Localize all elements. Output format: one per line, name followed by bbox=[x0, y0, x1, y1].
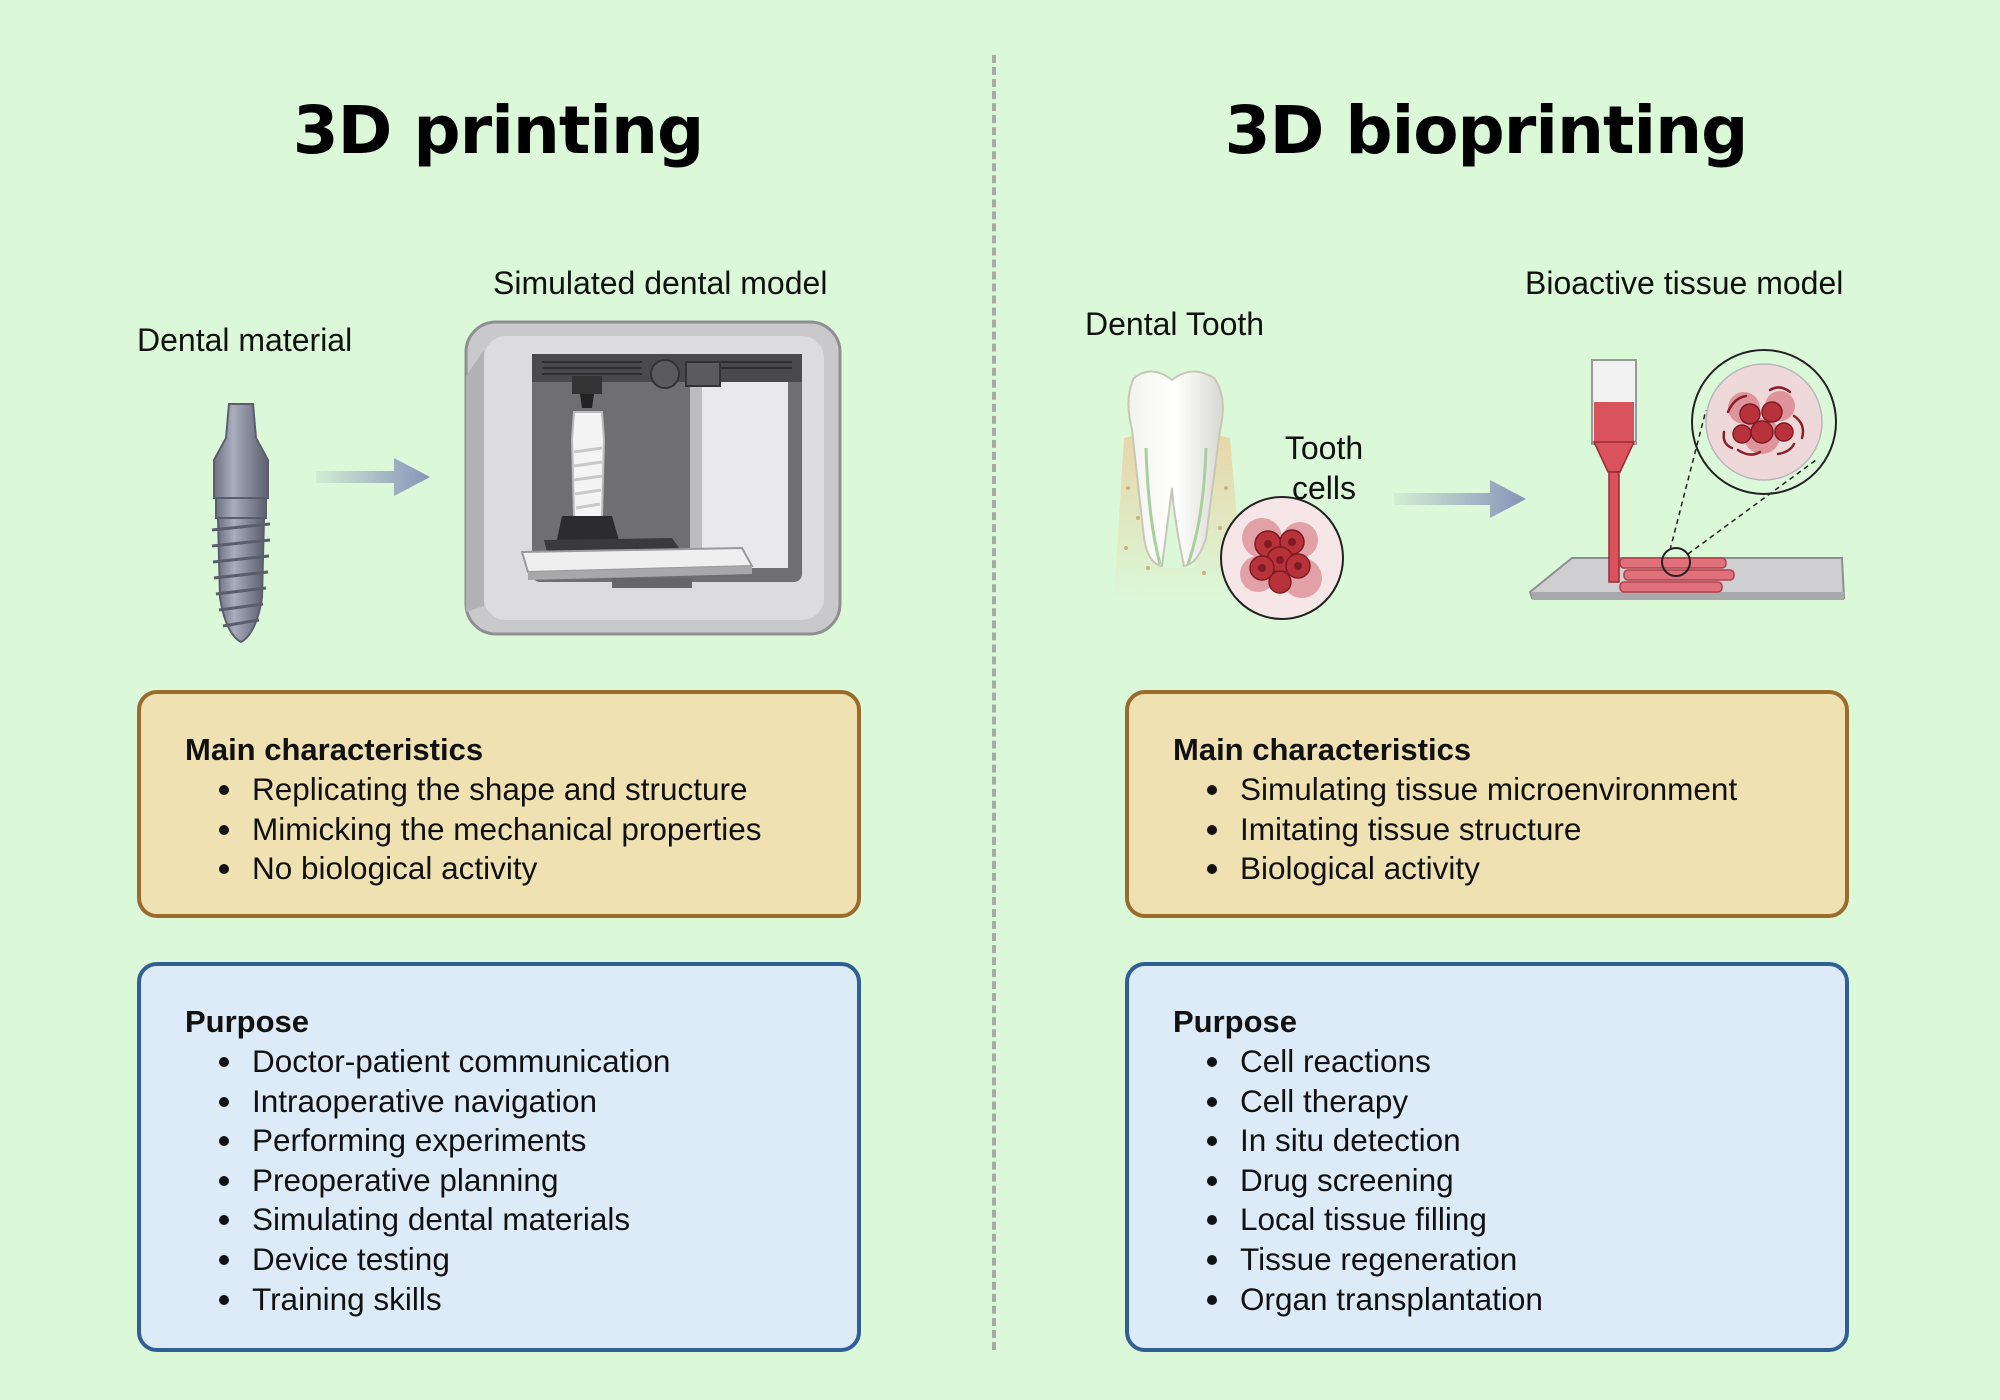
purpose-heading: Purpose bbox=[185, 1004, 310, 1039]
list-item: Training skills bbox=[219, 1280, 857, 1320]
3d-printer-icon bbox=[464, 320, 842, 636]
list-item: Cell therapy bbox=[1207, 1082, 1845, 1122]
list-item: No biological activity bbox=[219, 849, 857, 889]
list-item: Simulating dental materials bbox=[219, 1200, 857, 1240]
cell-cluster-icon bbox=[1220, 496, 1344, 620]
dental-implant-icon bbox=[211, 403, 271, 644]
purpose-list: Doctor-patient communication Intraoperat… bbox=[185, 1042, 857, 1319]
list-item: Organ transplantation bbox=[1207, 1280, 1845, 1320]
tooth-icon bbox=[1114, 370, 1244, 600]
bioprinter-icon bbox=[1528, 349, 1846, 600]
purpose-box-left: Purpose Doctor-patient communication Int… bbox=[137, 962, 861, 1352]
dental-material-label: Dental material bbox=[137, 322, 353, 358]
characteristics-box-right: Main characteristics Simulating tissue m… bbox=[1125, 690, 1849, 918]
list-item: Simulating tissue microenvironment bbox=[1207, 770, 1845, 810]
arrow-right-icon bbox=[1394, 480, 1526, 518]
list-item: Replicating the shape and structure bbox=[219, 770, 857, 810]
list-item: Local tissue filling bbox=[1207, 1200, 1845, 1240]
dental-tooth-label: Dental Tooth bbox=[1085, 306, 1265, 342]
list-item: Mimicking the mechanical properties bbox=[219, 810, 857, 850]
purpose-list: Cell reactions Cell therapy In situ dete… bbox=[1173, 1042, 1845, 1319]
list-item: Preoperative planning bbox=[219, 1161, 857, 1201]
left-column-title: 3D printing bbox=[292, 92, 705, 169]
characteristics-list: Simulating tissue microenvironment Imita… bbox=[1173, 770, 1845, 889]
right-column-title: 3D bioprinting bbox=[1224, 92, 1749, 169]
list-item: Intraoperative navigation bbox=[219, 1082, 857, 1122]
simulated-model-label: Simulated dental model bbox=[493, 265, 828, 301]
characteristics-heading: Main characteristics bbox=[185, 732, 484, 767]
arrow-right-icon bbox=[316, 458, 430, 496]
bioactive-model-label: Bioactive tissue model bbox=[1525, 265, 1844, 301]
list-item: Imitating tissue structure bbox=[1207, 810, 1845, 850]
purpose-box-right: Purpose Cell reactions Cell therapy In s… bbox=[1125, 962, 1849, 1352]
list-item: Performing experiments bbox=[219, 1121, 857, 1161]
list-item: In situ detection bbox=[1207, 1121, 1845, 1161]
column-divider bbox=[992, 55, 996, 1350]
characteristics-heading: Main characteristics bbox=[1173, 732, 1472, 767]
list-item: Cell reactions bbox=[1207, 1042, 1845, 1082]
list-item: Device testing bbox=[219, 1240, 857, 1280]
characteristics-box-left: Main characteristics Replicating the sha… bbox=[137, 690, 861, 918]
list-item: Tissue regeneration bbox=[1207, 1240, 1845, 1280]
list-item: Drug screening bbox=[1207, 1161, 1845, 1201]
list-item: Doctor-patient communication bbox=[219, 1042, 857, 1082]
characteristics-list: Replicating the shape and structure Mimi… bbox=[185, 770, 857, 889]
list-item: Biological activity bbox=[1207, 849, 1845, 889]
tooth-cells-label-line1: Tooth bbox=[1284, 430, 1364, 466]
purpose-heading: Purpose bbox=[1173, 1004, 1298, 1039]
